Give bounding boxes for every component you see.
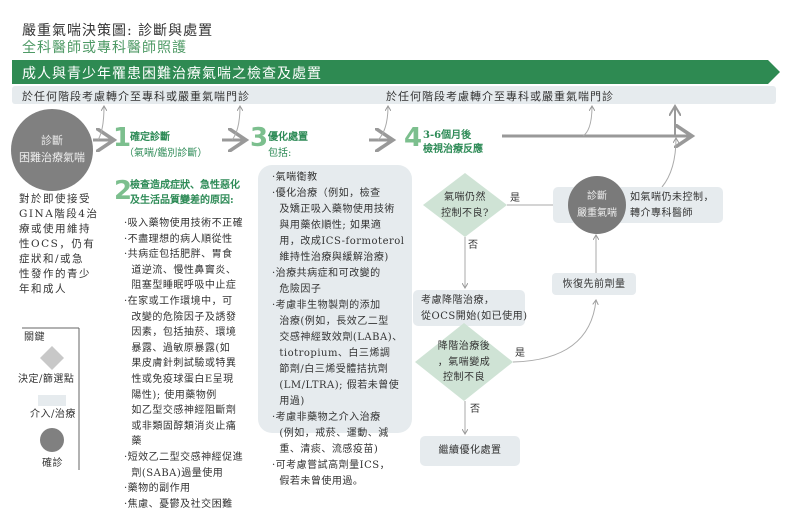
decision1-no: 否	[468, 240, 479, 251]
legend-decision: 決定/篩選點	[18, 374, 75, 385]
step3-sub: 包括:	[268, 148, 292, 159]
step1-number: 1	[113, 123, 132, 153]
banner-title: 成人與青少年罹患困難治療氣喘之檢查及處置	[22, 66, 322, 82]
decision2-text: 降階治療後 ，氣喘變成 控制不良	[437, 341, 491, 384]
page-subtitle: 全科醫師或專科醫師照護	[22, 40, 187, 56]
continue-text: 繼續優化處置	[438, 445, 502, 456]
legend-intervention: 介入/治療	[30, 409, 76, 420]
step3-number: 3	[250, 123, 269, 153]
referral-left: 於任何階段考慮轉介至專科或嚴重氣喘門診	[22, 90, 250, 103]
step3-items: ·氣喘衛教 ·優化治療（例如，檢查 及矯正吸入藥物使用技術 與用藥依順性; 如果…	[272, 172, 405, 487]
page-title: 嚴重氣喘決策圖: 診斷與處置	[22, 23, 214, 39]
start-line1: 診斷	[41, 134, 63, 147]
step2-number: 2	[114, 176, 133, 206]
start-node: 診斷 困難治療氣喘	[12, 132, 92, 166]
legend-rect	[38, 395, 66, 406]
step3-label: 優化處置	[268, 132, 308, 143]
decision1-shape	[423, 173, 507, 237]
legend-circle	[40, 428, 64, 452]
stepdown-text: 考慮降階治療， 從OCS開始(如已使用)	[421, 295, 528, 322]
step4-number: 4	[404, 123, 423, 153]
banner-shape	[12, 60, 780, 84]
step1-label: 確定診斷	[130, 132, 170, 143]
severe-line2: 嚴重氣喘	[577, 208, 617, 219]
start-description: 對於即使接受 GINA階段4治 療或使用維持 性OCS，仍有 症狀和/或急 性發…	[19, 193, 99, 295]
legend-diamond	[40, 346, 64, 370]
severe-node: 診斷 嚴重氣喘	[568, 188, 626, 222]
step1-sub: （氣喘/鑑別診斷）	[124, 148, 208, 159]
step2-label: 檢查造成症狀、急性惡化 及生活品質變差的原因:	[130, 180, 240, 206]
legend-diagnosis: 確診	[42, 458, 63, 469]
severe-circle	[568, 176, 626, 234]
decision1-text: 氣喘仍然 控制不良?	[441, 192, 489, 219]
refer-specialist-text: 如氣喘仍未控制， 轉介專科醫師	[630, 192, 714, 219]
decision2-no: 否	[470, 404, 481, 415]
restore-dose-text: 恢復先前劑量	[562, 279, 626, 290]
severe-line1: 診斷	[587, 191, 607, 202]
step3-box-shape	[258, 165, 412, 433]
step4-label: 3-6個月後	[423, 130, 472, 141]
referral-right: 於任何階段考慮轉介至專科或嚴重氣喘門診	[386, 90, 614, 103]
step2-items: ·吸入藥物使用技術不正確 ·不盡理想的病人順從性 ·共病症包括肥胖、胃食 道逆流…	[124, 218, 244, 510]
decision1-yes: 是	[510, 193, 521, 204]
referral-bar	[12, 86, 776, 104]
legend-title: 關鍵	[24, 332, 45, 343]
step4-sub: 檢視治療反應	[423, 144, 483, 155]
start-line2: 困難治療氣喘	[19, 151, 85, 164]
decision2-yes: 是	[515, 348, 526, 359]
decision2-shape	[415, 323, 513, 401]
start-circle	[11, 109, 93, 191]
